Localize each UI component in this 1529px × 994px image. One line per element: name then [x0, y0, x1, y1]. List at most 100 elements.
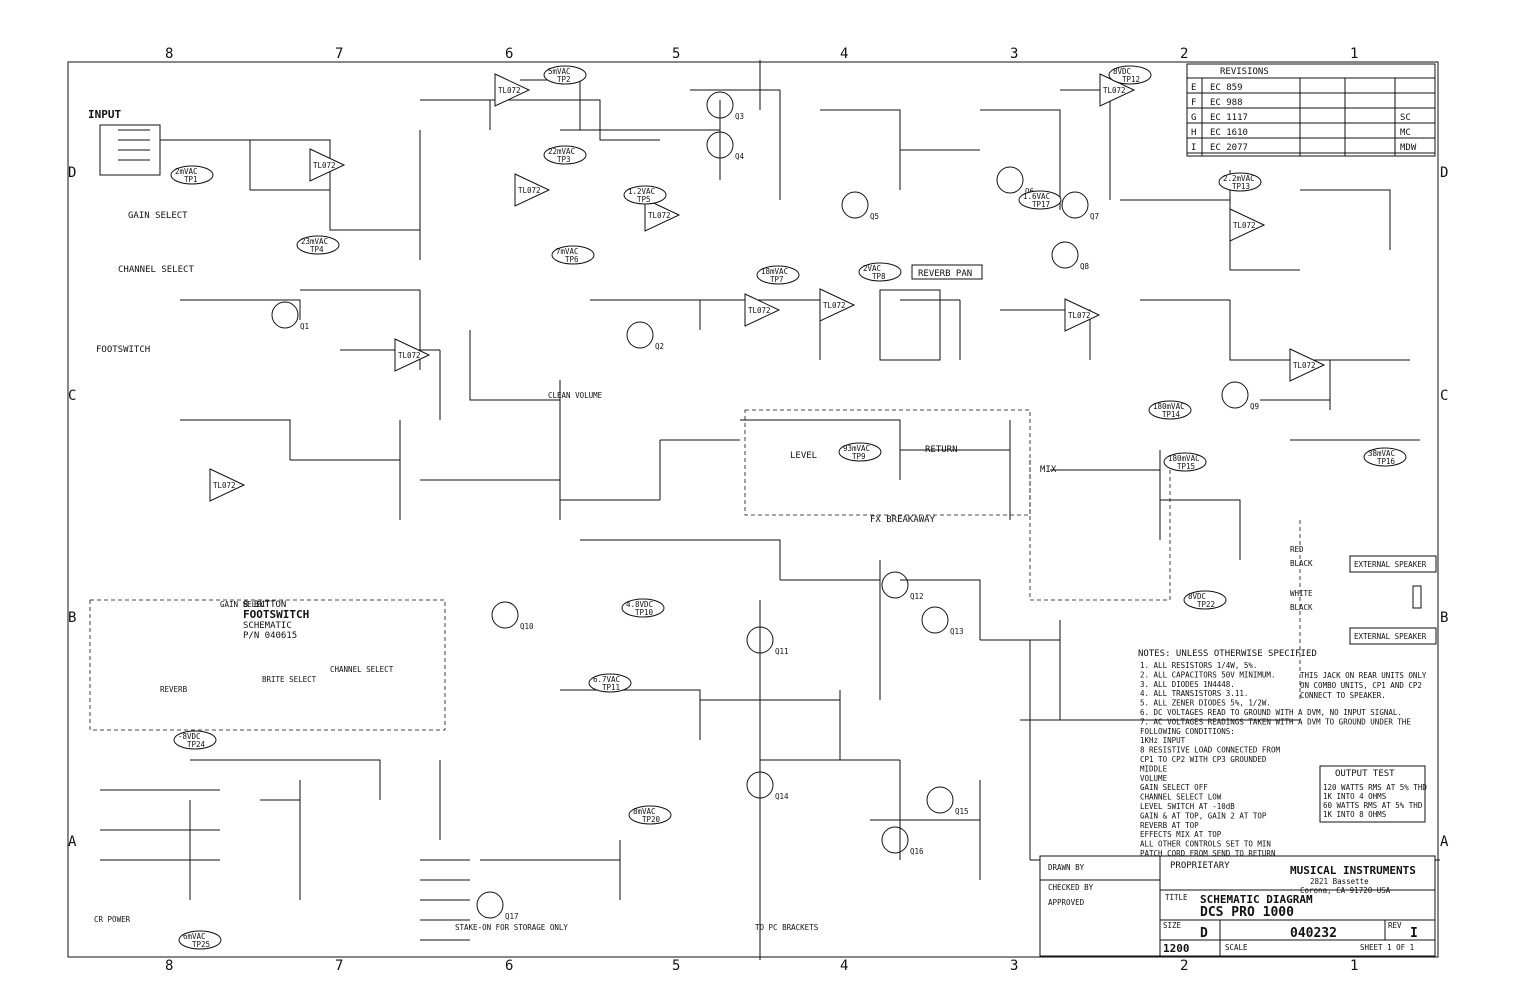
transistor-label: Q17 [505, 912, 519, 921]
opamp-triangle [514, 173, 551, 207]
test-point-voltage: 93mVAC [843, 444, 870, 453]
zone-row-left: C [68, 388, 76, 404]
test-point-voltage: 180mVAC [1153, 402, 1185, 411]
transistor-label: Q2 [655, 342, 664, 351]
opamp-triangle [1064, 298, 1101, 332]
test-point-ellipse [621, 598, 665, 618]
revision-ec: EC 859 [1210, 83, 1243, 93]
transistor-circle [706, 131, 734, 159]
transistor-label: Q12 [910, 592, 924, 601]
revision-letter: F [1191, 98, 1196, 108]
test-points: 2mVACTP15mVACTP222mVACTP323mVACTP41.2VAC… [170, 65, 1407, 950]
test-point-ellipse [296, 235, 340, 255]
opamp-triangle [744, 293, 781, 327]
transistor-circle [881, 571, 909, 599]
test-point-ellipse [756, 265, 800, 285]
test-point-voltage: 2mVAC [175, 167, 198, 176]
power-led-label: CR POWER [94, 915, 131, 924]
test-point-voltage: 6.7VAC [593, 675, 620, 684]
opamp-triangle [494, 73, 531, 107]
title-block: PROPRIETARY MUSICAL INSTRUMENTS 2821 Bas… [1039, 855, 1436, 957]
note-line: 1. ALL RESISTORS 1/4W, 5%. [1140, 661, 1257, 670]
proprietary-label: PROPRIETARY [1170, 861, 1230, 871]
transistor-label: Q8 [1080, 262, 1090, 271]
note-line: CP1 TO CP2 WITH CP3 GROUNDED [1140, 755, 1267, 764]
transistor-label: Q15 [955, 807, 969, 816]
opamp-triangle [209, 468, 246, 502]
zone-col-bottom: 4 [840, 958, 848, 974]
channel-select-switch-label: CHANNEL SELECT [330, 665, 394, 674]
transistor-label: Q1 [300, 322, 309, 331]
test-point-id: TP10 [635, 608, 654, 617]
transistor-label: Q9 [1250, 402, 1259, 411]
test-point-ellipse [543, 65, 587, 85]
test-point-id: TP2 [557, 75, 571, 84]
speaker-jacks: EXTERNAL SPEAKER EXTERNAL SPEAKER RED BL… [1290, 545, 1437, 645]
test-point-voltage: 8mVAC [633, 807, 656, 816]
zone-row-right: B [1440, 610, 1448, 626]
zone-col-top: 6 [505, 46, 513, 62]
test-point-id: TP5 [637, 195, 651, 204]
opamp-label: TL072 [823, 301, 846, 310]
reverb-pan-block: REVERB PAN [879, 264, 983, 361]
revision-letter: E [1191, 83, 1196, 93]
svg-text:APPROVED: APPROVED [1048, 898, 1085, 907]
zone-col-top: 5 [672, 46, 680, 62]
transistor-circle [626, 321, 654, 349]
test-point-ellipse [1218, 172, 1262, 192]
zone-col-bottom: 2 [1180, 958, 1188, 974]
transistor-label: Q7 [1090, 212, 1099, 221]
test-point-voltage: 23mVAC [301, 237, 328, 246]
transistor-label: Q14 [775, 792, 789, 801]
test-point-id: TP7 [770, 275, 784, 284]
opamp-label: TL072 [1293, 361, 1316, 370]
opamp-triangle [394, 338, 431, 372]
transistor-circle [841, 191, 869, 219]
wiring-traces [100, 60, 1440, 960]
zone-row-left: D [68, 165, 76, 181]
test-point-id: TP11 [602, 683, 620, 692]
svg-text:SCHEMATIC: SCHEMATIC [243, 621, 292, 631]
test-point-id: TP1 [184, 175, 198, 184]
test-point-ellipse [1183, 590, 1227, 610]
opamp-triangle [644, 198, 681, 232]
opamp-label: TL072 [398, 351, 421, 360]
output-test-title: OUTPUT TEST [1335, 769, 1395, 779]
opamp-triangle [309, 148, 346, 182]
drawing-number: 040232 [1290, 926, 1337, 941]
revision-ec: EC 1610 [1210, 128, 1248, 138]
opamp-label: TL072 [313, 161, 336, 170]
clean-volume-label: CLEAN VOLUME [548, 391, 603, 400]
test-point-id: TP8 [872, 272, 886, 281]
transistor-circle [1051, 241, 1079, 269]
svg-text:REV: REV [1388, 921, 1402, 930]
test-point-id: TP20 [642, 815, 661, 824]
opamp-label: TL072 [1103, 86, 1126, 95]
opamp-symbols: TL072TL072TL072TL072TL072TL072TL072TL072… [209, 73, 1326, 502]
transistor-circle [491, 601, 519, 629]
svg-text:RED: RED [1290, 545, 1304, 554]
revision-letter: G [1191, 113, 1196, 123]
transistor-circle [881, 826, 909, 854]
test-point-ellipse [838, 442, 882, 462]
output-test-line: 120 WATTS RMS AT 5% THD [1323, 783, 1427, 792]
transistor-label: Q13 [950, 627, 964, 636]
note-line: VOLUME [1140, 774, 1168, 783]
reverb-switch-label: REVERB [160, 685, 188, 694]
transistor-circle [1061, 191, 1089, 219]
svg-text:WHITE: WHITE [1290, 589, 1313, 598]
test-point-ellipse [551, 245, 595, 265]
output-test-line: 60 WATTS RMS AT 5% THD [1323, 801, 1423, 810]
test-point-voltage: 2.2mVAC [1223, 174, 1255, 183]
test-point-voltage: 1.6VAC [1023, 192, 1050, 201]
transistor-circle [746, 626, 774, 654]
test-point-voltage: 4.8VDC [626, 600, 653, 609]
opamp-label: TL072 [1233, 221, 1256, 230]
svg-text:BLACK: BLACK [1290, 559, 1313, 568]
input-jack: INPUT [88, 108, 251, 190]
